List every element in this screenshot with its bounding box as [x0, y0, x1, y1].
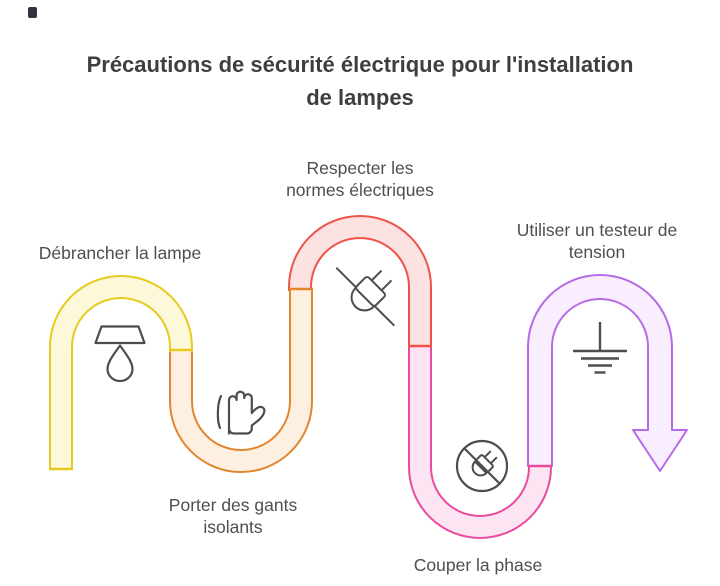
step2-tube-fill — [171, 288, 311, 471]
lamp-icon — [94, 325, 146, 383]
step5-label-line-2: tension — [568, 242, 626, 263]
step2-label: Porter des gants isolants — [148, 494, 318, 539]
page-title-line-1: Précautions de sécurité électrique pour … — [86, 52, 634, 77]
step5-label: Utiliser un testeur de tension — [492, 219, 702, 264]
step4-label-line-1: Couper la phase — [413, 555, 543, 575]
safety-glove-icon — [216, 390, 266, 435]
step1-label: Débrancher la lampe — [10, 242, 230, 264]
ground-symbol-icon — [573, 322, 627, 374]
step3-label: Respecter les normes électriques — [272, 157, 448, 202]
step2-label-line-2: isolants — [203, 517, 263, 538]
step4-tube-fill — [410, 345, 550, 537]
step3-label-line-2: normes électriques — [286, 180, 434, 201]
step1-label-line-1: Débrancher la lampe — [38, 243, 202, 263]
step1-tube-fill — [51, 277, 191, 470]
step5-label-line-1: Utiliser un testeur de — [516, 220, 678, 240]
step3-label-line-1: Respecter les — [306, 158, 414, 178]
logo-mark — [28, 7, 37, 18]
plug-cable-icon — [335, 267, 395, 327]
step5-tube-arrow — [527, 274, 688, 472]
plug-off-icon — [455, 439, 509, 493]
step2-label-line-1: Porter des gants — [168, 495, 298, 515]
page-title-line-2: de lampes — [306, 85, 414, 110]
step3-tube-fill — [290, 217, 430, 347]
step4-label: Couper la phase — [378, 554, 578, 576]
page-title: Précautions de sécurité électrique pour … — [50, 48, 670, 114]
